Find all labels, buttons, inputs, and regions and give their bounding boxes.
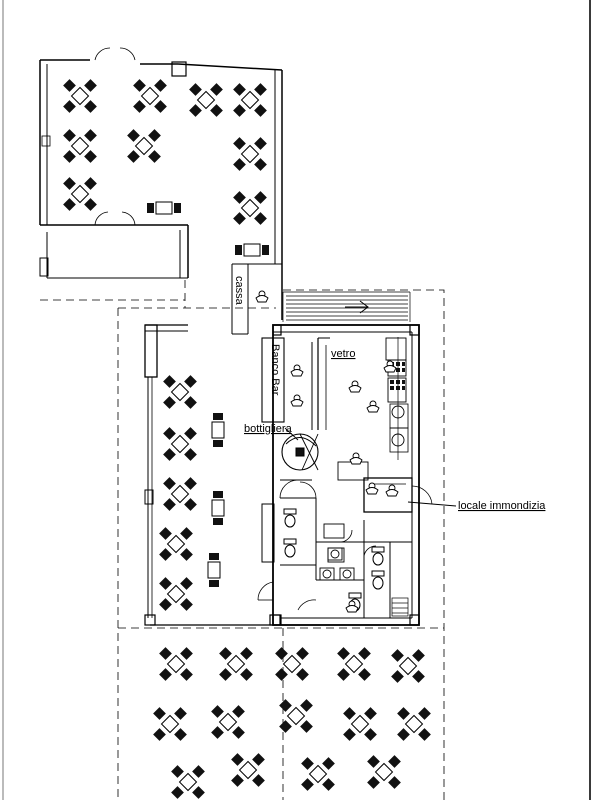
upper-door-swings [94, 47, 136, 226]
main-room-walls [144, 324, 281, 626]
lower-door-swings [257, 479, 433, 611]
small-stairs [391, 597, 409, 617]
banco-bar-label: Banco Bar [269, 344, 281, 396]
upper-room-walls [39, 59, 283, 335]
leader-lines [284, 358, 457, 507]
bar-counter [261, 337, 330, 471]
vetro-label: vetro [331, 348, 355, 360]
stairs-arrow-icon [345, 300, 369, 314]
cassa-label: cassa [233, 276, 245, 306]
locale-immondizia-label: locale immondizia [458, 500, 546, 512]
bottigliera-label: bottigliera [244, 423, 293, 435]
stairs [282, 291, 411, 322]
sink-icon [319, 405, 405, 581]
dashed-boundaries [40, 280, 445, 800]
service-block-walls [261, 324, 420, 626]
